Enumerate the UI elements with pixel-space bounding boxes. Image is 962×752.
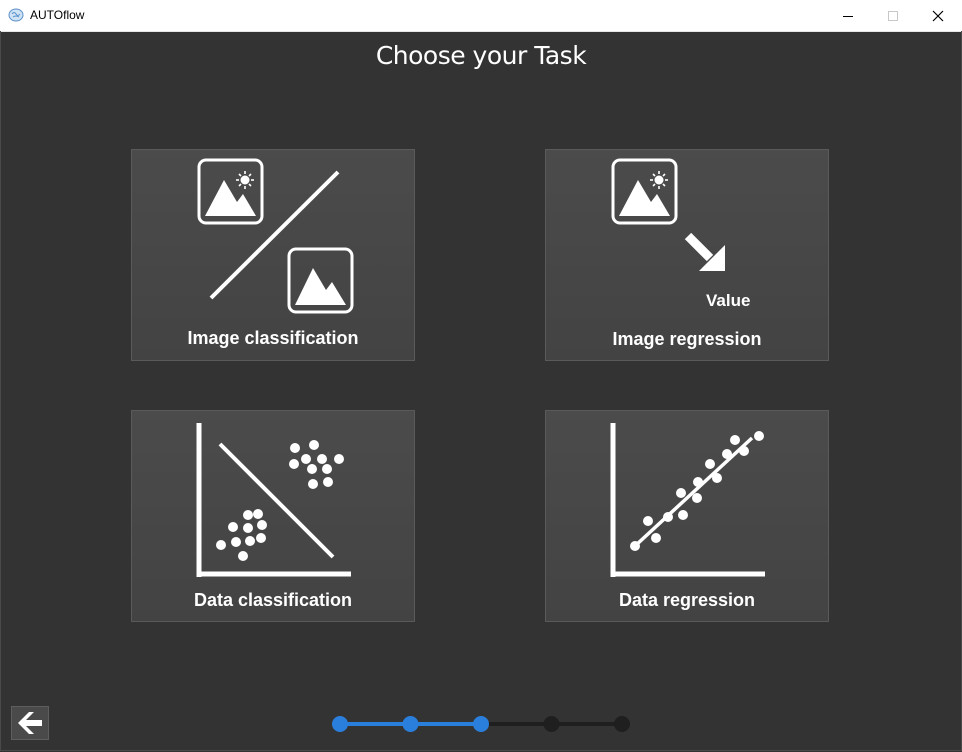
- close-button[interactable]: [915, 0, 961, 31]
- task-label: Image regression: [612, 329, 762, 349]
- window-titlebar: AUTOflow: [0, 0, 962, 32]
- image-regression-icon: [611, 158, 725, 271]
- back-button[interactable]: [11, 706, 49, 740]
- maximize-icon: [888, 10, 898, 21]
- arrow-left-icon: [18, 712, 42, 734]
- maximize-button[interactable]: [870, 0, 916, 31]
- window-title: AUTOflow: [30, 8, 85, 22]
- minimize-button[interactable]: [825, 0, 871, 31]
- data-regression-card[interactable]: Data regression: [545, 410, 829, 622]
- task-label: Data regression: [618, 590, 756, 610]
- data-classification-icon: [196, 423, 351, 577]
- data-regression-icon: [610, 423, 765, 577]
- step-dot: [402, 716, 419, 732]
- step-dot: [473, 716, 489, 732]
- task-label: Image classification: [187, 328, 359, 348]
- value-label: Value: [706, 291, 751, 310]
- image-classification-icon: [197, 158, 354, 314]
- page-title: Choose your Task: [375, 41, 587, 70]
- brain-icon: [8, 8, 24, 22]
- step-dot: [332, 716, 348, 732]
- step-dot: [543, 716, 560, 732]
- image-regression-card[interactable]: Value Image regression: [545, 149, 829, 361]
- image-classification-card[interactable]: Image classification: [131, 149, 415, 361]
- data-classification-card[interactable]: Data classification: [131, 410, 415, 622]
- step-progress: [332, 716, 630, 732]
- step-dot: [614, 716, 630, 732]
- minimize-icon: [843, 15, 853, 17]
- content-area: [0, 31, 962, 751]
- task-label: Data classification: [193, 590, 353, 610]
- arrow-down-right-icon: [684, 232, 725, 271]
- close-icon: [932, 10, 944, 21]
